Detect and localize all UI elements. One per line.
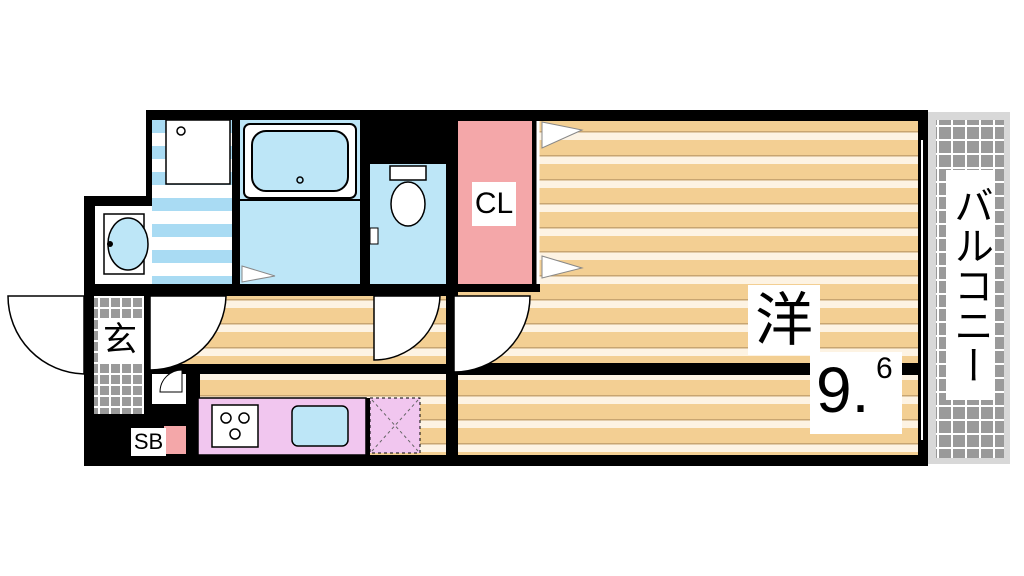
washroom	[95, 119, 232, 284]
closet-label: CL	[472, 182, 516, 226]
room-size-integer: 9.	[816, 354, 870, 426]
shoe-box-label: SB	[131, 428, 166, 456]
doors	[7, 295, 531, 375]
balcony-label: バルコニー	[946, 170, 994, 400]
genkan-label: 玄	[98, 318, 142, 362]
toilet	[369, 164, 446, 284]
bathroom	[240, 120, 360, 284]
room-size-label: 9. 6	[810, 352, 902, 434]
room-size-decimal: 6	[876, 352, 893, 385]
kitchen	[197, 397, 421, 456]
western-room-label: 洋	[748, 285, 820, 355]
western-room-floor	[538, 121, 918, 291]
